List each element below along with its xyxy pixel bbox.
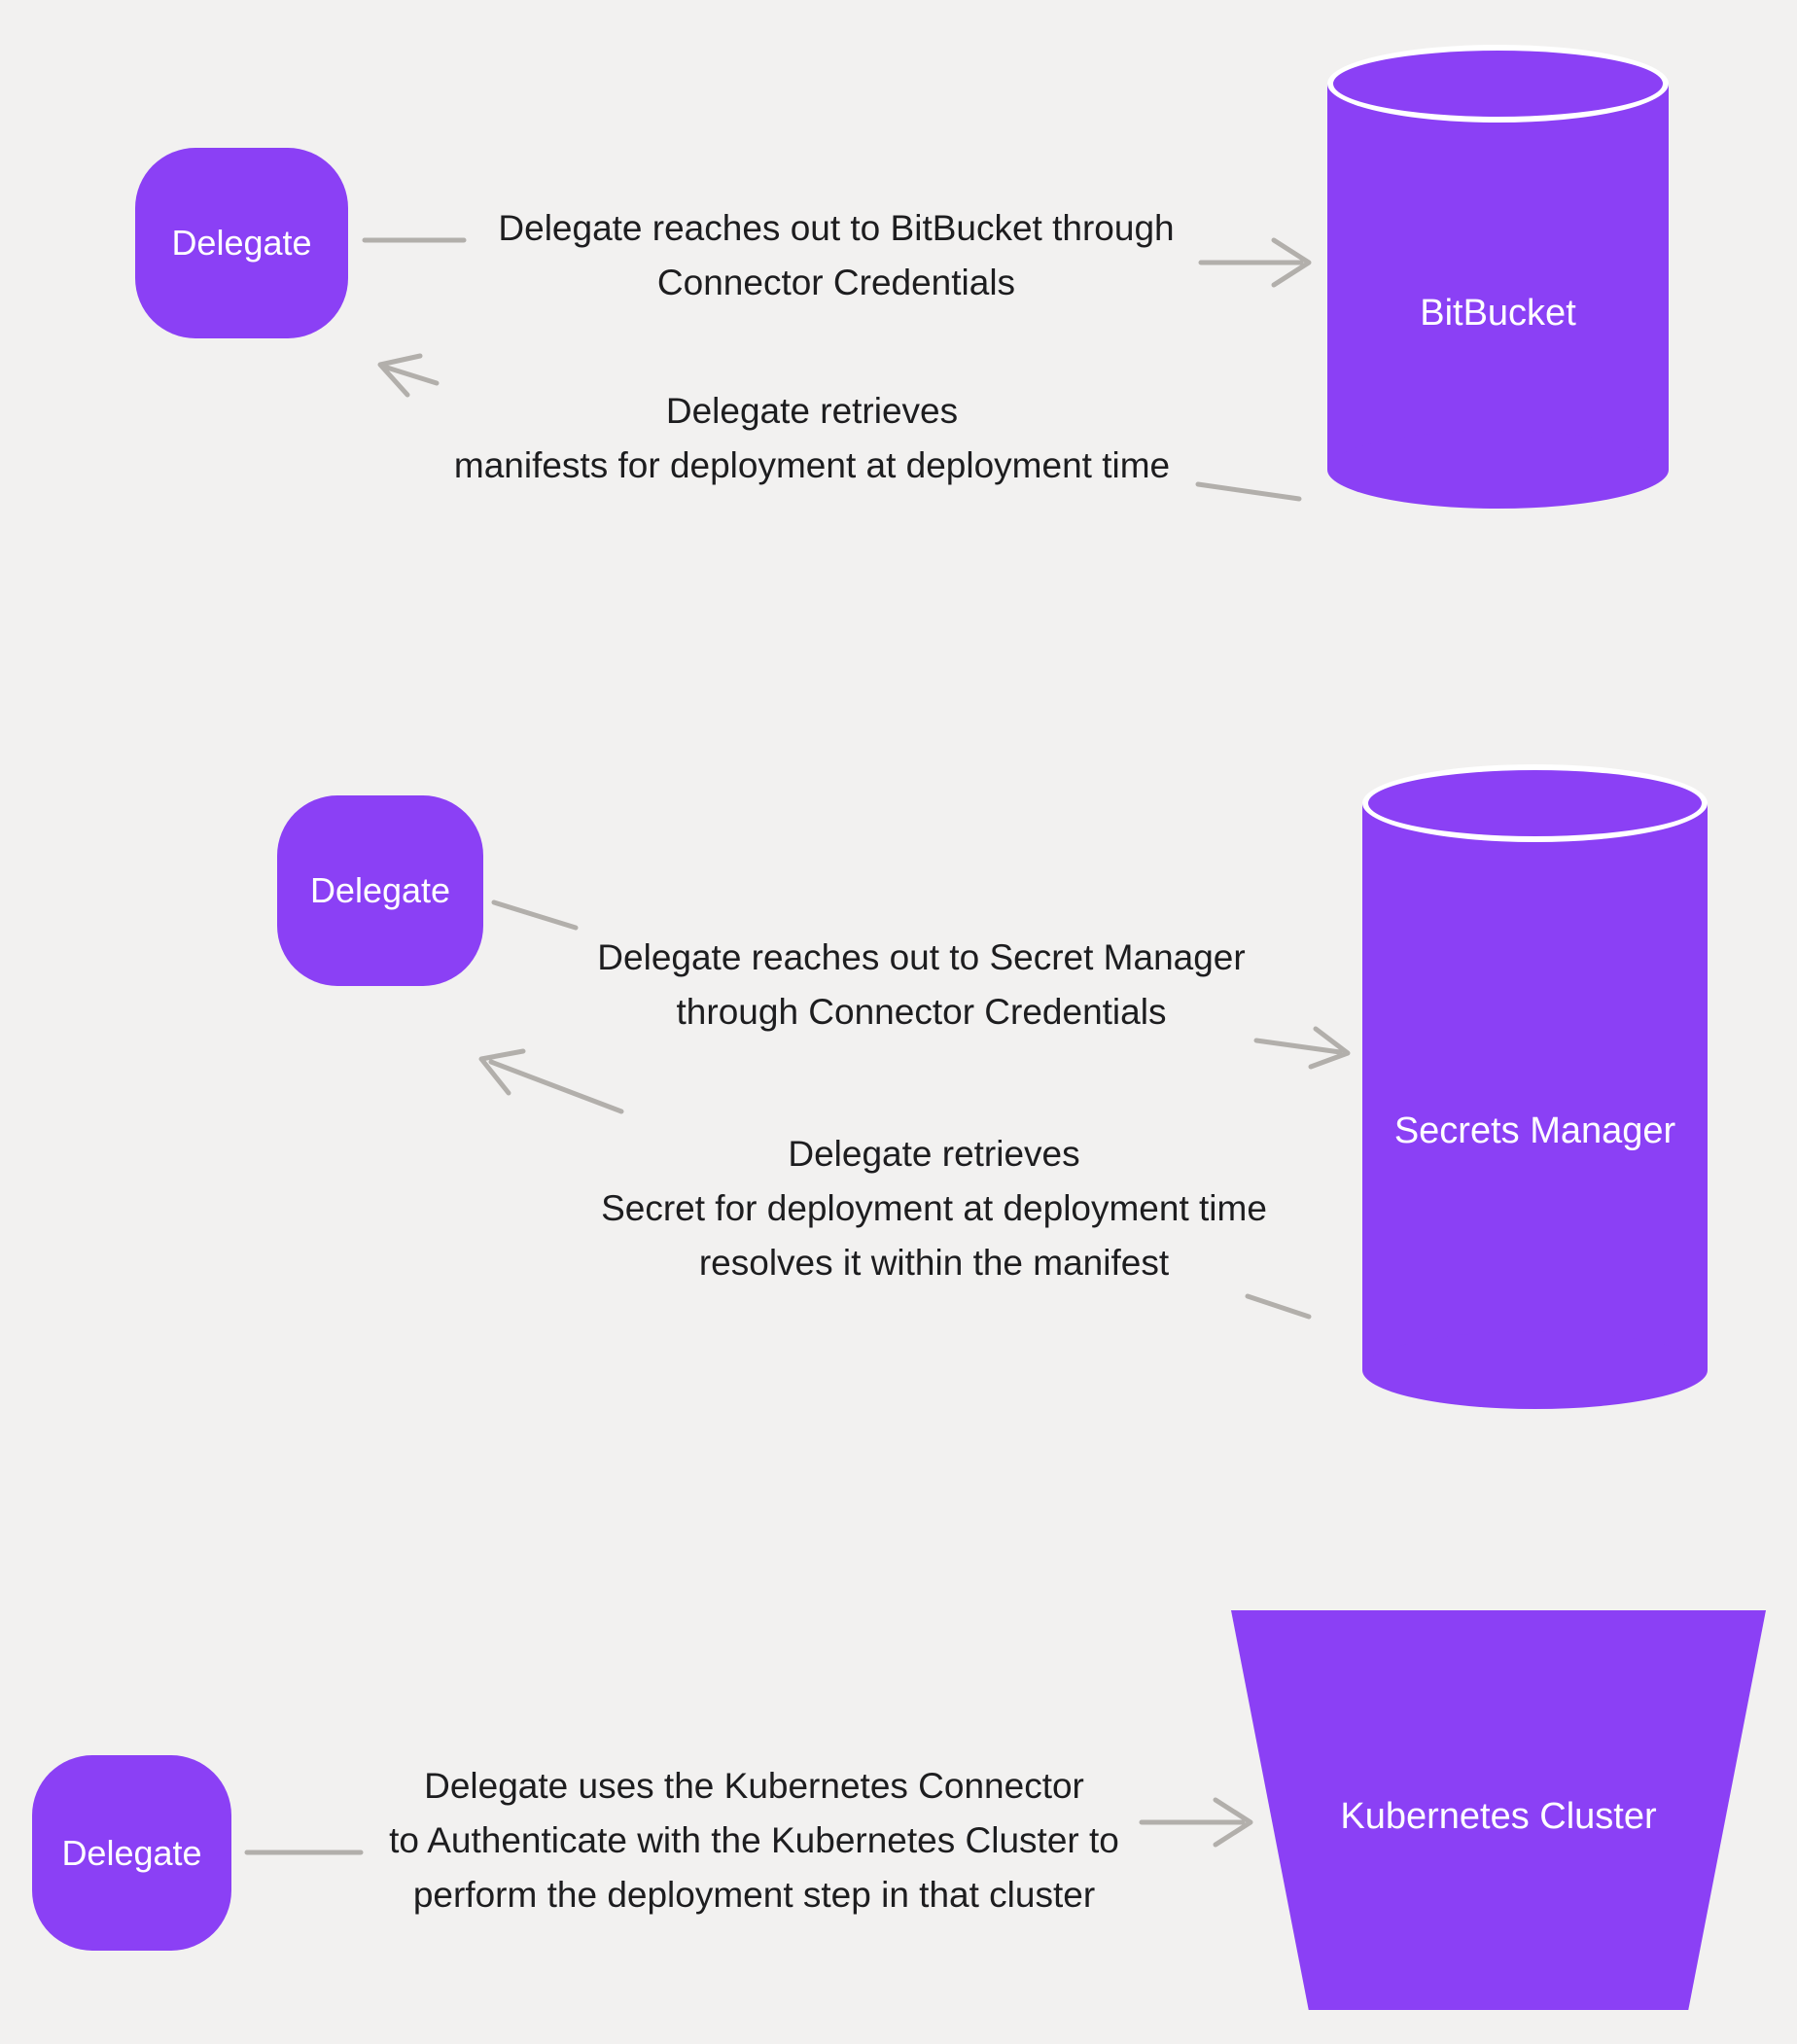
annotation-line: manifests for deployment at deployment t… xyxy=(453,445,1171,485)
request-annotation-1: Delegate reaches out to BitBucket throug… xyxy=(467,201,1206,310)
bitbucket-label: BitBucket xyxy=(1420,293,1576,334)
annotation-line: through Connector Credentials xyxy=(676,992,1167,1032)
cylinder-body xyxy=(1362,803,1708,1370)
request-arrow-1 xyxy=(1198,237,1312,288)
delegate-node-1: Delegate xyxy=(135,148,348,338)
annotation-line: perform the deployment step in that clus… xyxy=(412,1875,1096,1915)
delegate-to-text-line-2 xyxy=(491,899,579,931)
cylinder-body xyxy=(1327,84,1669,470)
kubernetes-cluster-node: Kubernetes Cluster xyxy=(1231,1610,1766,2010)
response-arrow-1 xyxy=(377,353,440,398)
target-to-text-line-1 xyxy=(1195,481,1302,502)
response-annotation-2: Delegate retrieves Secret for deployment… xyxy=(580,1127,1288,1290)
annotation-line: Delegate reaches out to BitBucket throug… xyxy=(498,208,1175,248)
annotation-line: Delegate uses the Kubernetes Connector xyxy=(424,1766,1084,1806)
request-arrow-2 xyxy=(1253,1026,1351,1070)
annotation-line: Delegate retrieves xyxy=(665,391,959,431)
annotation-line: Delegate reaches out to Secret Manager xyxy=(597,937,1246,977)
delegate-node-2: Delegate xyxy=(277,795,483,986)
annotation-line: Secret for deployment at deployment time xyxy=(601,1188,1267,1228)
cylinder-bottom xyxy=(1327,431,1669,509)
request-annotation-3: Delegate uses the Kubernetes Connector t… xyxy=(368,1759,1141,1922)
target-to-text-line-2 xyxy=(1245,1293,1312,1320)
delegate-node-3: Delegate xyxy=(32,1755,231,1951)
request-annotation-2: Delegate reaches out to Secret Manager t… xyxy=(567,931,1276,1040)
response-annotation-1: Delegate retrieves manifests for deploym… xyxy=(438,384,1186,493)
secrets-manager-label: Secrets Manager xyxy=(1393,1110,1676,1151)
kubernetes-cluster-label: Kubernetes Cluster xyxy=(1340,1796,1657,1837)
secrets-manager-node: Secrets Manager xyxy=(1362,764,1708,1409)
delegate-label-3: Delegate xyxy=(61,1832,202,1873)
cylinder-top xyxy=(1327,45,1669,123)
delegate-label-1: Delegate xyxy=(171,223,312,263)
delegate-label-2: Delegate xyxy=(309,870,451,910)
annotation-line: to Authenticate with the Kubernetes Clus… xyxy=(389,1820,1119,1860)
cylinder-top xyxy=(1362,764,1708,842)
bitbucket-node: BitBucket xyxy=(1327,45,1669,509)
annotation-line: Delegate retrieves xyxy=(788,1134,1080,1174)
response-arrow-2 xyxy=(478,1048,624,1114)
request-arrow-3 xyxy=(1139,1797,1253,1848)
cylinder-bottom xyxy=(1362,1331,1708,1409)
annotation-line: resolves it within the manifest xyxy=(698,1243,1170,1283)
annotation-line: Connector Credentials xyxy=(656,263,1016,302)
